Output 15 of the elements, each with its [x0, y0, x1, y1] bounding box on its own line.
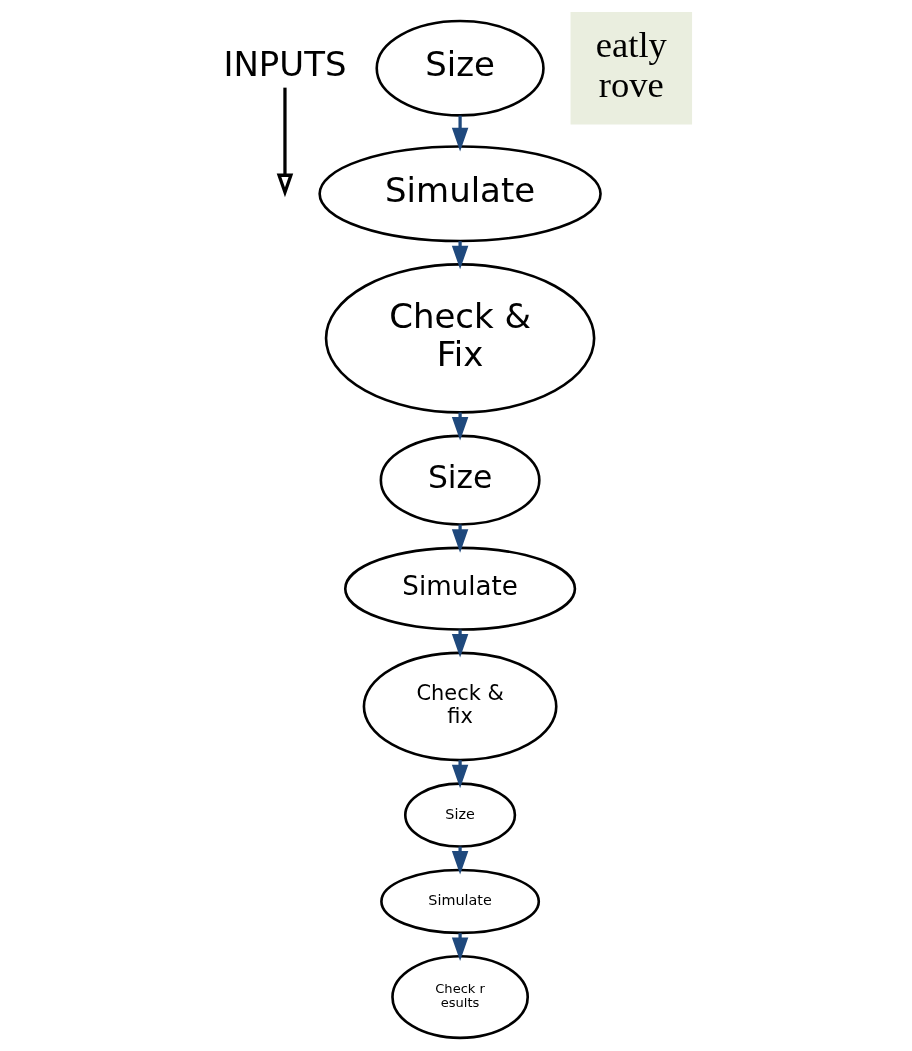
node-ellipse: Size — [379, 434, 541, 526]
arrow — [451, 760, 468, 789]
node-ellipse: Size — [374, 19, 545, 117]
node-ellipse: Simulate — [343, 546, 576, 631]
node-ellipse: Simulate — [379, 868, 540, 935]
arrow — [276, 87, 293, 198]
node-box: eatly rove — [570, 12, 692, 125]
node-ellipse: Simulate — [317, 145, 602, 243]
arrow — [451, 115, 468, 152]
node-ellipse: Size — [403, 782, 516, 848]
node-text: INPUTS — [222, 44, 347, 85]
arrow — [451, 241, 468, 270]
node-ellipse: Check & Fix — [324, 263, 595, 414]
node-ellipse: Check r esults — [390, 954, 529, 1040]
node-ellipse: Check & fix — [362, 651, 558, 762]
